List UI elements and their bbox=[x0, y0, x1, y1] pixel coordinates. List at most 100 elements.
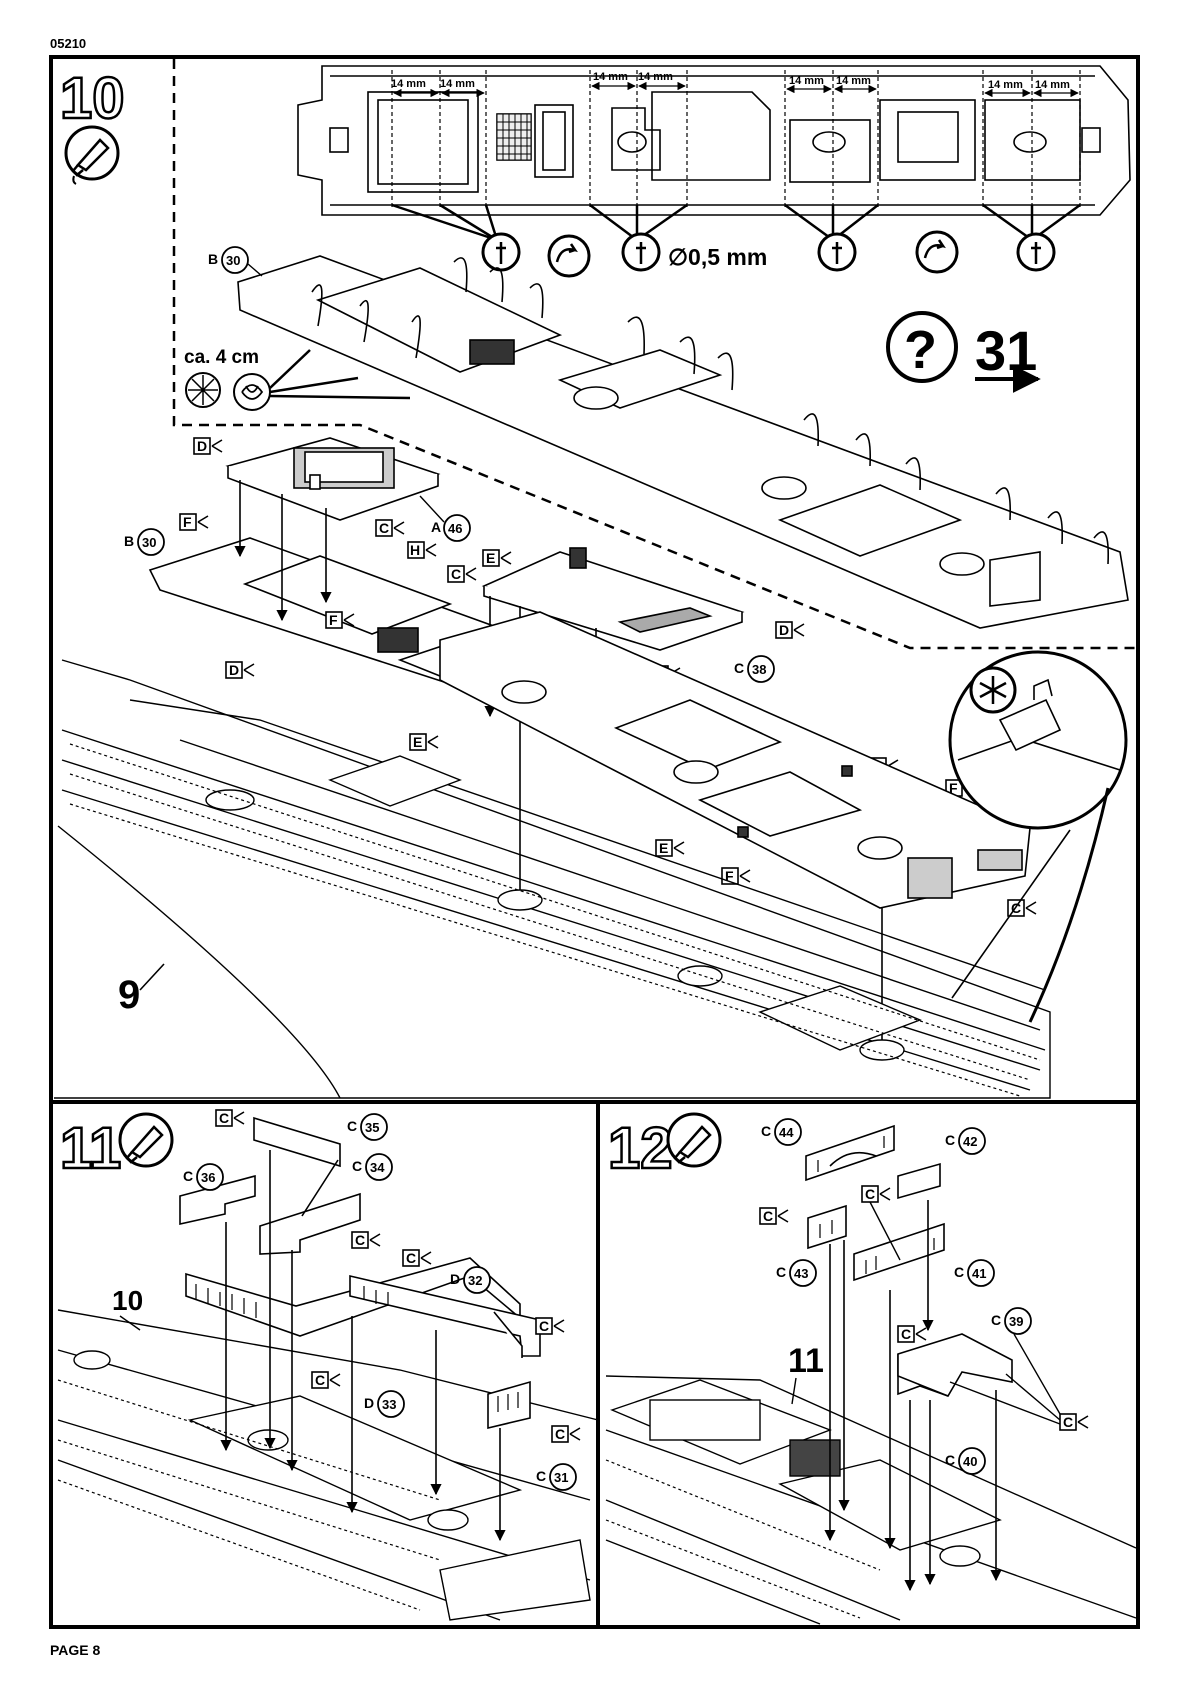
svg-text:D: D bbox=[779, 622, 789, 638]
part-callout-C43: C43 bbox=[776, 1260, 816, 1286]
part-A46 bbox=[228, 438, 438, 520]
glue-tag: E bbox=[483, 550, 511, 566]
part-callout-B30-mid: B 30 bbox=[124, 529, 164, 555]
svg-text:14 mm: 14 mm bbox=[789, 75, 824, 87]
drill-icon bbox=[483, 234, 519, 270]
svg-text:C: C bbox=[1063, 1414, 1073, 1430]
svg-text:C: C bbox=[451, 566, 461, 582]
glue-tag: D bbox=[194, 438, 222, 454]
glue-tag: F bbox=[180, 514, 208, 530]
svg-text:D: D bbox=[229, 662, 239, 678]
glue-tag: C bbox=[403, 1250, 431, 1266]
svg-text:10: 10 bbox=[60, 66, 125, 131]
svg-text:12: 12 bbox=[608, 1116, 673, 1181]
step-11-number: 11 bbox=[60, 1116, 121, 1181]
part-callout-C38: C 38 bbox=[734, 656, 774, 682]
svg-text:39: 39 bbox=[1009, 1314, 1023, 1329]
part-deck-lower bbox=[440, 612, 1030, 908]
glue-tube-icon bbox=[120, 1114, 172, 1166]
glue-tag: C bbox=[552, 1426, 580, 1442]
svg-text:C: C bbox=[865, 1186, 875, 1202]
svg-text:C: C bbox=[761, 1123, 771, 1139]
svg-text:46: 46 bbox=[448, 521, 462, 536]
svg-text:C: C bbox=[901, 1326, 911, 1342]
hull-ref-number: 9 bbox=[118, 973, 140, 1017]
glue-tag: C bbox=[352, 1232, 380, 1248]
svg-text:42: 42 bbox=[963, 1134, 977, 1149]
svg-text:30: 30 bbox=[142, 535, 156, 550]
rope-length-label: ca. 4 cm bbox=[184, 347, 259, 368]
glue-tag: C bbox=[1060, 1414, 1088, 1430]
glue-tag: H bbox=[408, 542, 436, 558]
grating-grid bbox=[497, 114, 531, 160]
svg-text:C: C bbox=[406, 1250, 416, 1266]
glue-tag: C bbox=[448, 566, 476, 582]
svg-text:C: C bbox=[352, 1158, 362, 1174]
glue-tag: C bbox=[898, 1326, 926, 1342]
svg-text:14 mm: 14 mm bbox=[988, 79, 1023, 91]
svg-text:14 mm: 14 mm bbox=[440, 78, 475, 90]
svg-text:C: C bbox=[183, 1168, 193, 1184]
svg-text:D: D bbox=[197, 438, 207, 454]
svg-text:C: C bbox=[219, 1110, 229, 1126]
step12-hull bbox=[606, 1376, 1136, 1624]
svg-text:31: 31 bbox=[554, 1470, 568, 1485]
glue-tube-icon bbox=[668, 1114, 720, 1166]
turn-over-icon bbox=[549, 236, 589, 276]
svg-text:C: C bbox=[347, 1118, 357, 1134]
drill-icon bbox=[1018, 234, 1054, 270]
detail-magnifier bbox=[950, 652, 1126, 828]
svg-text:C: C bbox=[355, 1232, 365, 1248]
svg-text:F: F bbox=[329, 612, 338, 628]
part-callout-C36: C 36 bbox=[183, 1164, 223, 1190]
svg-text:36: 36 bbox=[201, 1170, 215, 1185]
glue-tag: D bbox=[226, 662, 254, 678]
svg-text:38: 38 bbox=[752, 662, 766, 677]
deck-with-railing bbox=[238, 256, 1128, 628]
part-callout-C35: C 35 bbox=[347, 1114, 387, 1140]
svg-text:C: C bbox=[734, 660, 744, 676]
svg-text:C: C bbox=[379, 520, 389, 536]
glue-tag: F bbox=[722, 868, 750, 884]
thread-spool-icon bbox=[186, 373, 220, 407]
glue-tag: C bbox=[312, 1372, 340, 1388]
part-callout-A46: A 46 bbox=[431, 515, 470, 541]
svg-text:11: 11 bbox=[60, 1116, 121, 1181]
page-number: PAGE 8 bbox=[50, 1642, 100, 1658]
svg-text:C: C bbox=[763, 1208, 773, 1224]
drill-icon bbox=[623, 234, 659, 270]
svg-text:30: 30 bbox=[226, 253, 240, 268]
glue-tag: C bbox=[216, 1110, 244, 1126]
drill-icon bbox=[819, 234, 855, 270]
svg-text:E: E bbox=[413, 734, 422, 750]
svg-text:14 mm: 14 mm bbox=[638, 71, 673, 83]
svg-text:D: D bbox=[364, 1395, 374, 1411]
svg-text:C: C bbox=[954, 1264, 964, 1280]
svg-text:35: 35 bbox=[365, 1120, 379, 1135]
svg-text:40: 40 bbox=[963, 1454, 977, 1469]
glue-tag: E bbox=[410, 734, 438, 750]
refer-step-31-callout: ? 31 bbox=[888, 313, 1038, 382]
glue-tag: D bbox=[776, 622, 804, 638]
svg-text:32: 32 bbox=[468, 1273, 482, 1288]
svg-text:C: C bbox=[555, 1426, 565, 1442]
glue-tag: C bbox=[862, 1186, 890, 1202]
svg-text:H: H bbox=[410, 542, 420, 558]
svg-text:E: E bbox=[659, 840, 668, 856]
svg-text:B: B bbox=[124, 533, 134, 549]
svg-text:14 mm: 14 mm bbox=[391, 78, 426, 90]
svg-text:C: C bbox=[945, 1132, 955, 1148]
svg-text:C: C bbox=[776, 1264, 786, 1280]
svg-text:F: F bbox=[183, 514, 192, 530]
svg-text:14 mm: 14 mm bbox=[1035, 79, 1070, 91]
glue-tag: C bbox=[760, 1208, 788, 1224]
rope-coil-icon bbox=[234, 374, 270, 410]
svg-text:B: B bbox=[208, 251, 218, 267]
svg-text:14 mm: 14 mm bbox=[593, 71, 628, 83]
glue-tag: E bbox=[656, 840, 684, 856]
